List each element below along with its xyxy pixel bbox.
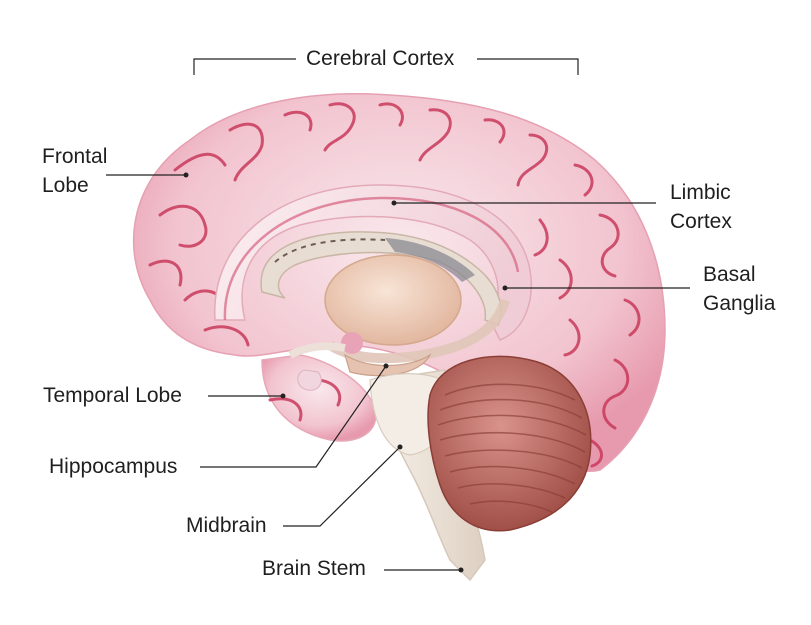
hippocampus-label: Hippocampus [49,452,177,481]
fornix [327,298,510,364]
temporal-lobe-region [261,354,377,442]
mammillary-body [341,332,363,354]
ventricle [385,238,475,282]
midbrain-label: Midbrain [186,511,267,540]
midbrain-text: Midbrain [186,514,267,537]
basal-ganglia-label: Basal Ganglia [703,260,775,318]
frontal-lobe-line1: Frontal [42,145,108,168]
thalamus [324,254,462,346]
leader-dots [183,172,508,573]
basal-ganglia-line1: Basal [703,263,756,286]
brain-stem-label: Brain Stem [262,554,366,583]
limbic-cortex-line1: Limbic [670,181,731,204]
cerebral-cortex-text: Cerebral Cortex [306,47,455,70]
limbic-cortex-label: Limbic Cortex [670,178,732,236]
cerebral-cortex-label: Cerebral Cortex [306,44,454,73]
frontal-lobe-line2: Lobe [42,174,89,197]
leader-lines [106,58,690,571]
hippocampus-line [200,365,387,468]
cortex-sulci [148,102,641,468]
midbrain-line [283,446,401,527]
cerebral-cortex-bracket-right [477,58,579,75]
temporal-lobe-label: Temporal Lobe [43,381,182,410]
limbic-cortex-line2: Cortex [670,210,732,233]
cerebellum [427,355,592,532]
hippocampus-region [343,353,432,377]
frontal-lobe-label: Frontal Lobe [42,142,107,200]
pituitary [297,369,322,391]
cerebral-cortex-bracket-left [193,58,296,75]
cerebellum-folia [437,383,587,513]
limbic-cortex-region [214,184,532,341]
brain-stem-text: Brain Stem [262,557,366,580]
basal-ganglia-line2: Ganglia [703,292,776,315]
temporal-lobe-text: Temporal Lobe [43,384,182,407]
hippocampus-text: Hippocampus [49,455,178,478]
